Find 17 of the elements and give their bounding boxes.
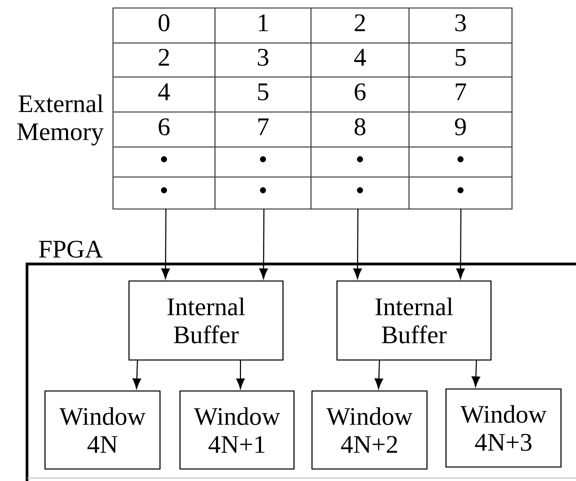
frame-heading: FPGA [39, 240, 103, 258]
buffer-box: Internal Buffer [336, 280, 492, 361]
arrow [236, 360, 245, 389]
arrow [132, 360, 142, 389]
arrow [259, 208, 268, 279]
memory-heading: External Memory [17, 94, 104, 146]
arrow [472, 360, 480, 387]
window-box: Window 4N+1 [179, 390, 295, 470]
window-box: Window 4N+2 [311, 390, 428, 470]
window-box: Window 4N+3 [445, 388, 562, 468]
arrow [374, 360, 384, 389]
arrow [161, 208, 170, 279]
arrow [456, 208, 465, 279]
memory-table: 0 1 2 3 2 3 4 5 4 5 6 7 6 7 8 9 • • • • • • • • [112, 7, 513, 210]
window-box: Window 4N [44, 390, 161, 470]
buffer-box: Internal Buffer [128, 280, 284, 361]
arrow [353, 208, 362, 279]
